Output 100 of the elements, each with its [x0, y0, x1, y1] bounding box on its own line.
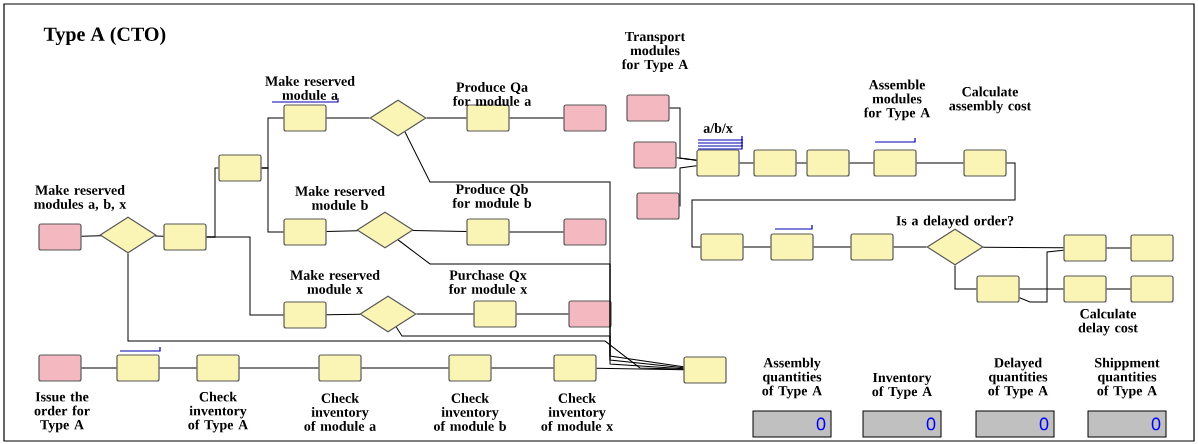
connector — [261, 167, 284, 233]
connector — [1106, 247, 1131, 249]
node-label: Calculate assembly cost — [949, 86, 1032, 114]
module-box — [553, 354, 597, 382]
node-label: Is a delayed order? — [896, 215, 1014, 229]
module-box — [466, 104, 510, 132]
node-label: Make reserved module b — [295, 186, 385, 210]
module-box — [466, 218, 510, 246]
module-box — [473, 300, 517, 328]
node-label: Produce Qa for module a — [452, 82, 532, 106]
connector — [982, 246, 1064, 249]
connector — [1019, 288, 1064, 290]
connector — [416, 313, 474, 315]
node-label: Delayed quantities of Type A — [988, 357, 1049, 399]
display-box: 0 — [1087, 410, 1167, 438]
module-box — [700, 233, 744, 261]
connector — [239, 367, 319, 369]
connector — [509, 117, 564, 119]
connector — [796, 162, 807, 164]
connector — [691, 162, 1016, 248]
connector — [893, 246, 927, 248]
module-box — [626, 94, 670, 122]
node-label: Issue the order for Type A — [34, 391, 90, 433]
node-label: Make reserved module a — [265, 76, 355, 100]
module-box — [850, 233, 894, 261]
node-label: Make reserved modules a, b, x — [34, 185, 127, 211]
connector — [491, 367, 554, 369]
connector — [81, 235, 102, 237]
module-box — [196, 354, 240, 382]
connector — [1019, 249, 1064, 303]
connector — [397, 239, 684, 369]
connector — [509, 231, 564, 233]
connector — [596, 367, 684, 371]
module-box — [963, 149, 1007, 177]
node-label: Assembly quantities of Type A — [762, 357, 823, 399]
module-box — [568, 300, 612, 328]
module-box — [563, 104, 607, 132]
display-box: 0 — [752, 410, 832, 438]
connector — [81, 367, 117, 369]
module-box — [116, 354, 160, 382]
connector — [426, 117, 467, 119]
connector — [676, 157, 697, 161]
decision-diamond — [369, 99, 427, 137]
node-label: Assemble modules for Type A — [863, 79, 931, 121]
decision-diamond — [356, 211, 414, 249]
node-label: Shippment quantities of Type A — [1095, 357, 1160, 399]
node-label: Calculate delay cost — [1078, 308, 1138, 336]
module-box — [318, 354, 362, 382]
connector — [326, 313, 361, 316]
connector — [954, 265, 977, 290]
node-label: Check inventory of Type A — [188, 391, 249, 433]
module-box — [163, 223, 207, 251]
connector — [154, 235, 164, 237]
connector — [404, 131, 684, 368]
node-label: Transport modules for Type A — [621, 31, 689, 73]
node-label: Purchase Qx for module x — [448, 270, 528, 294]
module-box — [770, 233, 814, 261]
module-box — [976, 275, 1020, 303]
module-box — [38, 223, 82, 251]
decision-diamond — [926, 228, 984, 266]
module-box — [283, 301, 327, 329]
module-box — [753, 149, 797, 177]
module-box — [563, 218, 607, 246]
connector — [849, 162, 874, 164]
connector — [743, 246, 771, 248]
module-box — [283, 104, 327, 132]
module-box — [633, 141, 677, 169]
node-label: Check inventory of module x — [541, 393, 614, 431]
display-box: 0 — [975, 410, 1055, 438]
connector — [361, 367, 449, 369]
connector — [395, 326, 684, 370]
module-box — [1130, 234, 1174, 262]
connector — [516, 313, 569, 315]
node-label: a/b/x — [703, 123, 733, 133]
connector — [739, 162, 754, 164]
module-box — [1063, 234, 1107, 262]
module-box — [38, 354, 82, 382]
connector — [813, 246, 851, 248]
connector — [679, 165, 697, 207]
connector — [1106, 288, 1131, 290]
node-label: Make reserved module x — [290, 270, 380, 294]
module-box — [218, 154, 262, 182]
decision-diamond — [359, 295, 417, 333]
module-box — [283, 218, 327, 246]
connector — [916, 162, 964, 164]
module-box — [636, 192, 680, 220]
module-box — [873, 149, 917, 177]
diagram-title: Type A (CTO) — [43, 26, 166, 46]
node-label: Inventory of Type A — [872, 372, 933, 400]
decision-diamond — [99, 216, 157, 254]
display-box: 0 — [862, 410, 942, 438]
module-box — [1063, 275, 1107, 303]
connector — [159, 367, 197, 369]
module-box — [1130, 275, 1174, 303]
module-box — [683, 356, 727, 384]
connector — [412, 230, 467, 233]
connector — [206, 236, 284, 316]
node-label: Check inventory of module a — [304, 393, 376, 431]
connector — [326, 117, 370, 119]
connector — [326, 230, 358, 232]
